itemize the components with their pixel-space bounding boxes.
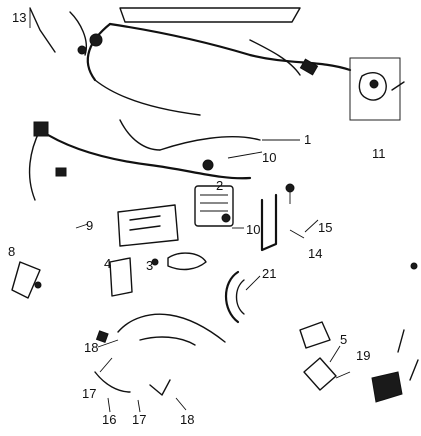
- callout-18-upper: 18: [84, 340, 98, 355]
- callout-18-lower: 18: [180, 412, 194, 427]
- leader-lines: [29, 8, 351, 413]
- callout-10-lower: 10: [246, 222, 260, 237]
- callout-17-left: 17: [82, 386, 96, 401]
- callout-8: 8: [8, 244, 15, 259]
- callout-17-right: 17: [132, 412, 146, 427]
- callout-1: 1: [304, 132, 311, 147]
- callout-5: 5: [340, 332, 347, 347]
- fuse-holder: [117, 204, 179, 247]
- callout-4: 4: [104, 256, 111, 271]
- callout-2: 2: [216, 178, 223, 193]
- callout-10-upper: 10: [262, 150, 276, 165]
- callout-14: 14: [308, 246, 322, 261]
- callout-19: 19: [356, 348, 370, 363]
- small-connectors: [11, 252, 207, 299]
- clip: [225, 270, 245, 324]
- callout-13: 13: [12, 10, 26, 25]
- callout-15: 15: [318, 220, 332, 235]
- wiring-harness-bottom: [94, 313, 226, 396]
- callout-9: 9: [86, 218, 93, 233]
- sensor: [299, 321, 337, 391]
- callout-16: 16: [102, 412, 116, 427]
- wiring-harness-left: [28, 119, 261, 201]
- wiring-harness-top: [29, 7, 352, 116]
- inset-box: [349, 57, 405, 121]
- callout-21: 21: [262, 266, 276, 281]
- right-connector: [371, 262, 419, 403]
- relay-module: [194, 185, 234, 227]
- bracket: [260, 183, 295, 252]
- callout-11: 11: [372, 146, 386, 161]
- callout-3: 3: [146, 258, 153, 273]
